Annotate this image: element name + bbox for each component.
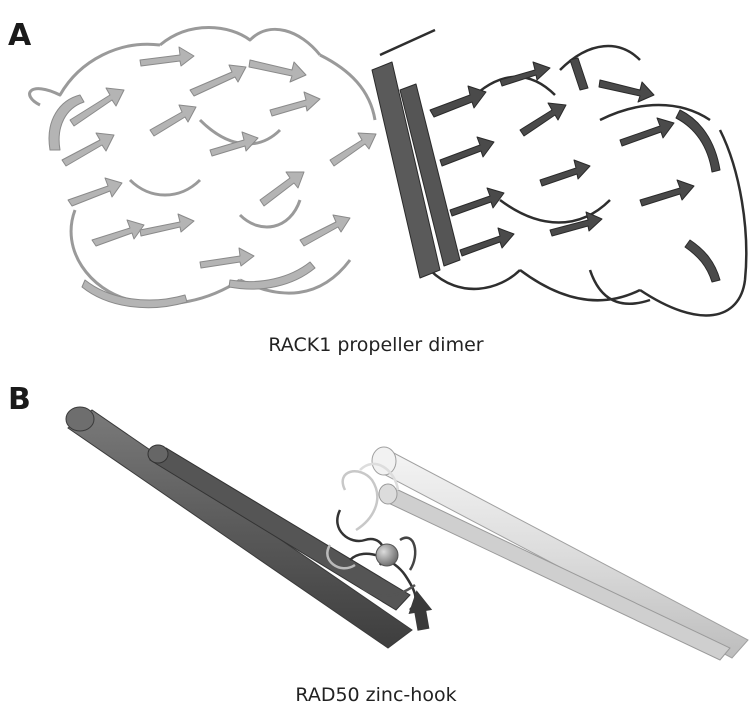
caption-b: RAD50 zinc-hook bbox=[0, 684, 752, 706]
dark-rod-cap bbox=[66, 407, 94, 431]
rack1-propeller-dark bbox=[372, 30, 746, 315]
rack1-propeller-light bbox=[30, 28, 376, 308]
zinc-ion bbox=[376, 544, 398, 566]
caption-a: RACK1 propeller dimer bbox=[0, 334, 752, 356]
light-rod-cap bbox=[372, 447, 396, 475]
